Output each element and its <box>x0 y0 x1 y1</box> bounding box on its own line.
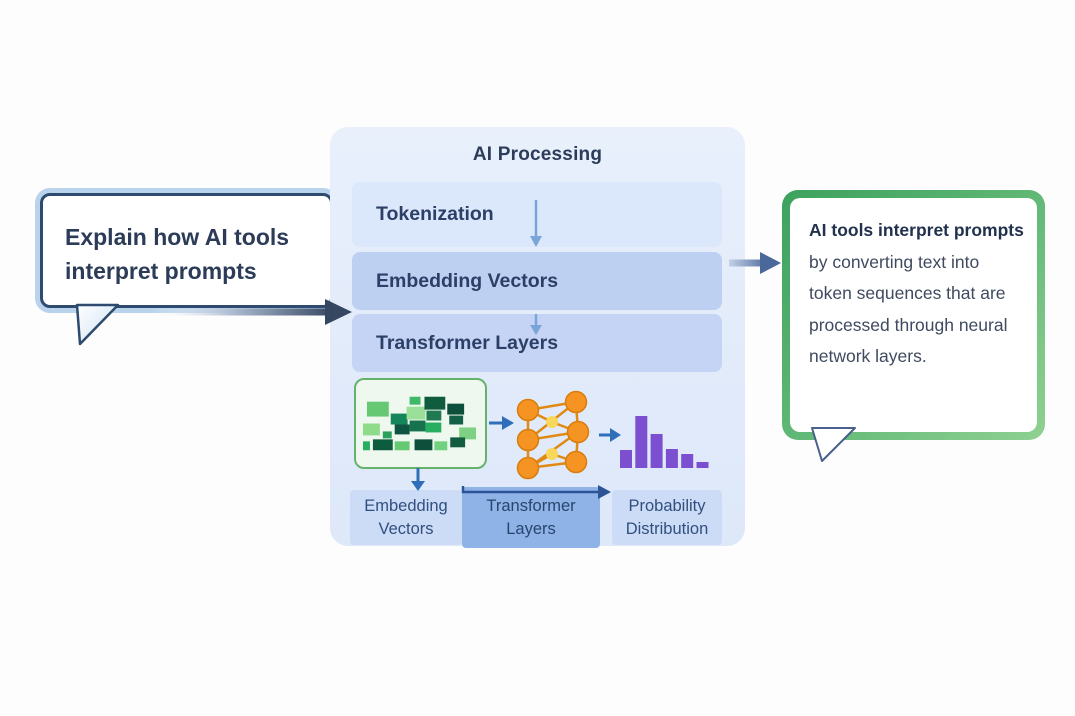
stage-tokenization: Tokenization <box>352 182 722 247</box>
ai-processing-panel: AI Processing Tokenization Embedding Vec… <box>330 127 745 548</box>
stage-embedding-vectors: Embedding Vectors <box>352 252 722 310</box>
response-text-bold: AI tools interpret prompts <box>809 220 1024 240</box>
stage-embedding-vectors-label: Embedding Vectors <box>376 269 559 292</box>
stage-transformer-layers: Transformer Layers <box>352 314 722 372</box>
prompt-bubble-tail <box>75 303 120 346</box>
output-transformer-layers: Transformer Layers <box>462 487 600 548</box>
output-embedding-vectors: Embedding Vectors <box>350 490 462 545</box>
output-transformer-layers-label: Transformer Layers <box>486 496 576 538</box>
output-probability-distribution-label: Probability Distribution <box>625 496 709 538</box>
probability-bars-icon <box>618 410 718 472</box>
stage-tokenization-label: Tokenization <box>376 203 494 225</box>
response-text-regular: by converting text into token sequences … <box>809 251 1008 367</box>
panel-title: AI Processing <box>472 144 603 165</box>
neural-network-icon <box>512 382 598 488</box>
output-probability-distribution: Probability Distribution <box>612 490 722 545</box>
embedding-matrix-icon <box>354 378 487 469</box>
stage-transformer-layers-label: Transformer Layers <box>376 331 559 354</box>
prompt-text: Explain how AI tools interpret prompts <box>65 224 290 284</box>
response-speech-bubble: AI tools interpret prompts by converting… <box>782 190 1045 440</box>
output-embedding-vectors-label: Embedding Vectors <box>364 496 448 538</box>
embedding-matrix-cells <box>363 396 477 451</box>
response-text: AI tools interpret prompts by converting… <box>809 215 1024 373</box>
response-bubble-inner: AI tools interpret prompts by converting… <box>790 198 1037 432</box>
prompt-speech-bubble: Explain how AI tools interpret prompts <box>40 193 333 308</box>
